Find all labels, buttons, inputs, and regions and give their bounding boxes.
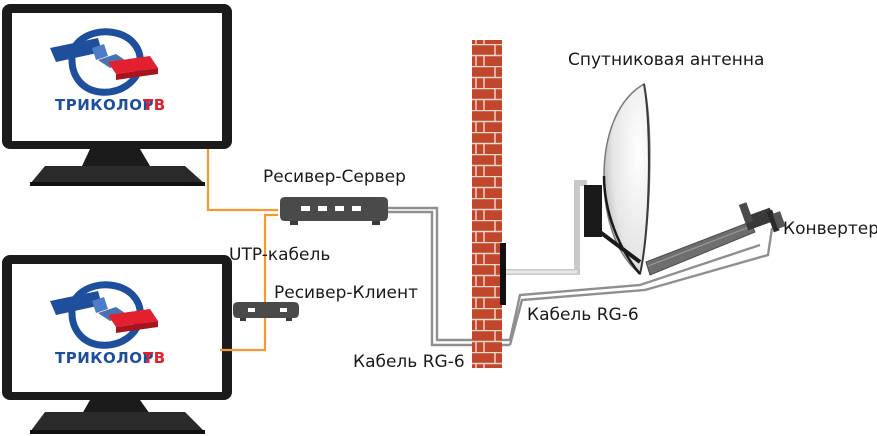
utp-cables [206, 149, 278, 352]
satellite-dish [598, 82, 651, 276]
logo-text-suffix: ТВ [143, 349, 166, 367]
label-antenna: Спутниковая антенна [568, 50, 765, 70]
receiver-server [280, 197, 388, 225]
logo-icon [50, 28, 158, 96]
logo-text: ТРИКОЛОР [55, 96, 154, 114]
logo-text: ТРИКОЛОР [55, 349, 154, 367]
tv-top: ТРИКОЛОР ТВ [2, 4, 232, 186]
label-client: Ресивер-Клиент [274, 283, 418, 303]
converter-icon [738, 202, 786, 233]
logo-icon [50, 281, 158, 349]
label-rg6-bottom: Кабель RG-6 [353, 352, 465, 372]
logo-text-suffix: ТВ [143, 96, 166, 114]
label-utp: UTP-кабель [229, 245, 331, 265]
converter-arm [645, 221, 756, 276]
label-converter: Конвертер [783, 219, 877, 239]
label-server: Ресивер-Сервер [263, 167, 406, 187]
brick-wall [472, 40, 502, 368]
tv-bottom: ТРИКОЛОР ТВ [2, 255, 232, 434]
antenna-mount [500, 180, 602, 305]
label-rg6-right: Кабель RG-6 [527, 305, 639, 325]
receiver-client [233, 302, 299, 321]
